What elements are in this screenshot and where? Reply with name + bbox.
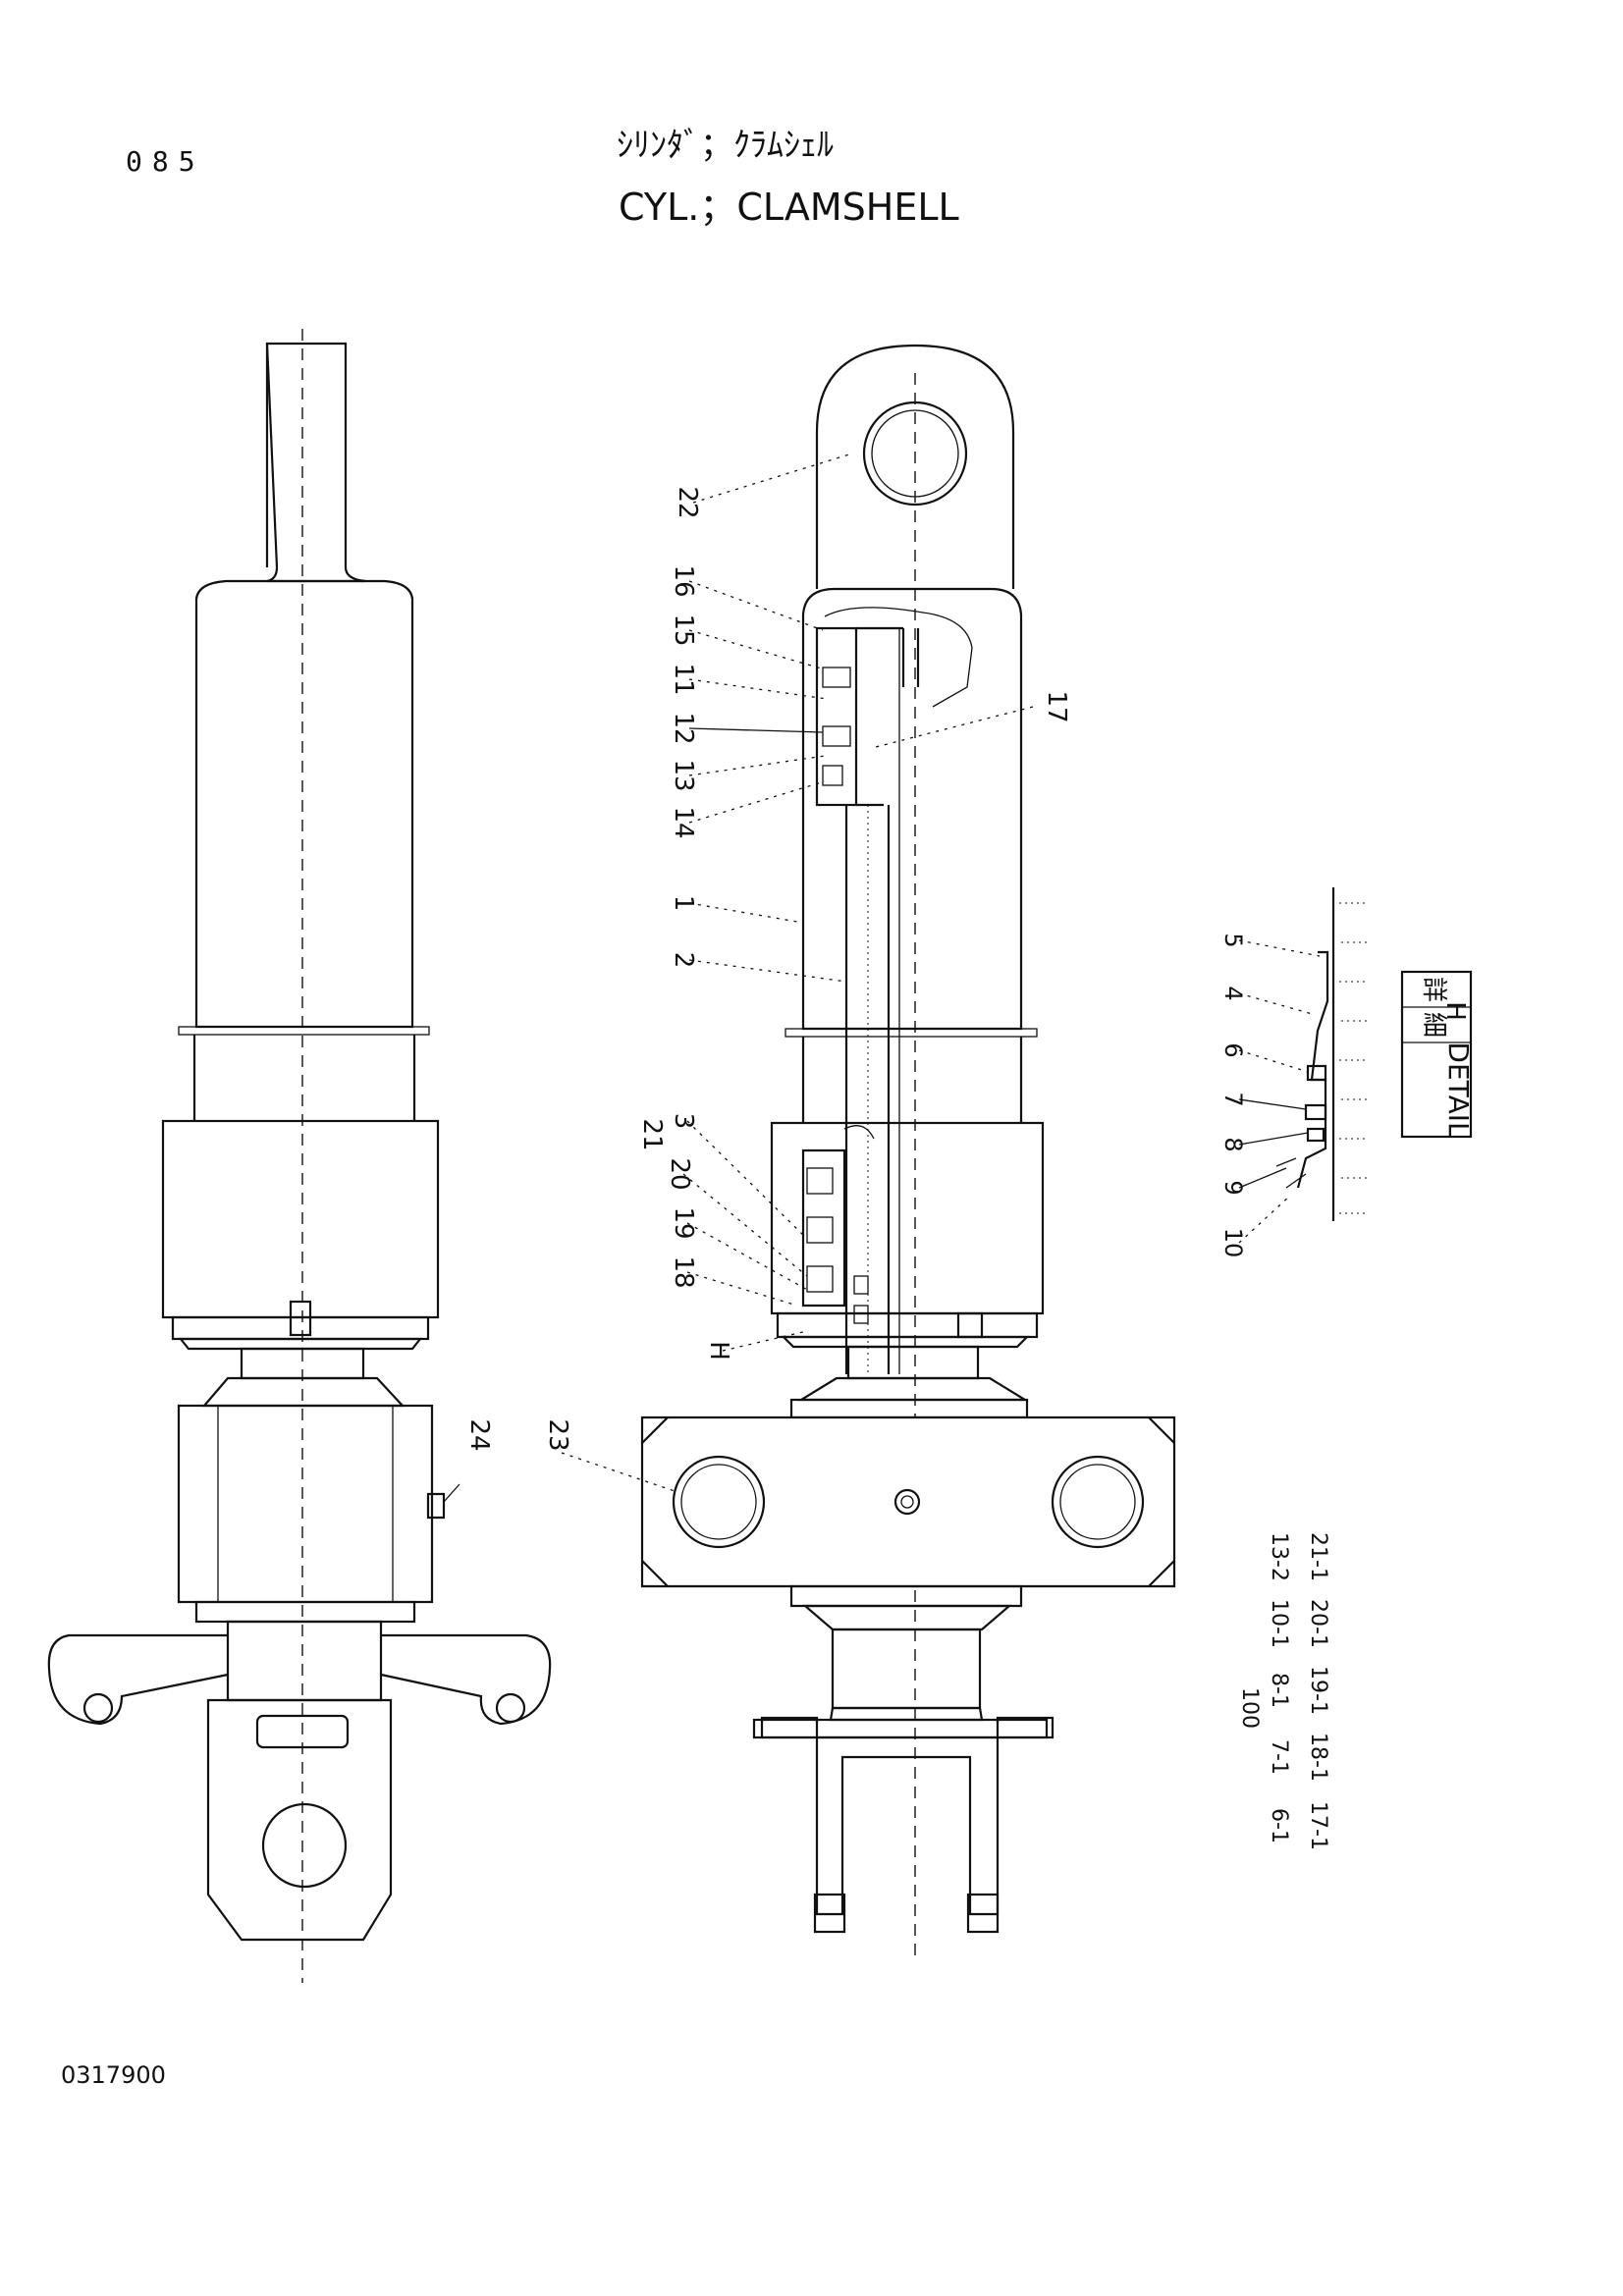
detail-callout-5: 5	[1219, 933, 1247, 947]
kit-row1-item-3: 8-1	[1267, 1673, 1291, 1708]
detail-label-en: DETAIL	[1442, 1041, 1475, 1138]
callout-16: 16	[669, 564, 698, 597]
callout-14: 14	[669, 806, 698, 838]
callout-23: 23	[543, 1418, 572, 1451]
detail-callout-10: 10	[1219, 1228, 1247, 1258]
document-number: 0317900	[61, 2061, 166, 2089]
callout-21: 21	[637, 1118, 667, 1150]
kit-row2-item-3: 19-1	[1306, 1666, 1330, 1715]
detail-callout-6: 6	[1219, 1042, 1247, 1057]
callout-11: 11	[669, 663, 698, 695]
detail-callout-4: 4	[1219, 986, 1247, 1000]
callout-2: 2	[669, 952, 698, 969]
detail-label-jp-1: 詳	[1419, 977, 1448, 1002]
detail-callout-9: 9	[1219, 1180, 1247, 1195]
detail-callout-8: 8	[1219, 1137, 1247, 1151]
callout-24: 24	[464, 1418, 494, 1451]
detail-label-jp-2: 細	[1419, 1012, 1448, 1038]
callout-20: 20	[665, 1157, 694, 1190]
kit-row1-item-4: 10-1	[1267, 1599, 1291, 1648]
seal-kit: 100 6-1 7-1 8-1 10-1 13-2 17-1 18-1 19-1…	[1237, 1532, 1330, 1850]
title-english: CYL.；CLAMSHELL	[619, 186, 959, 229]
kit-row2-item-2: 18-1	[1306, 1733, 1330, 1782]
detail-h: 詳 細 DETAIL H 5 4 6 7 8 9 10	[1219, 887, 1475, 1257]
kit-row1-item-1: 6-1	[1267, 1808, 1291, 1843]
callout-13: 13	[669, 759, 698, 791]
callout-18: 18	[669, 1255, 698, 1288]
callout-15: 15	[669, 614, 698, 646]
callout-H: H	[704, 1341, 733, 1361]
title-japanese: ｼﾘﾝﾀﾞ；ｸﾗﾑｼｪﾙ	[617, 126, 834, 165]
callout-19: 19	[669, 1206, 698, 1239]
kit-row1-item-2: 7-1	[1267, 1739, 1291, 1775]
kit-row1-item-5: 13-2	[1267, 1532, 1291, 1581]
callout-3: 3	[669, 1113, 698, 1130]
leader-lines	[561, 453, 1034, 1493]
detail-callout-7: 7	[1219, 1092, 1247, 1106]
callout-labels: 22 16 15 11 12 13 14 17 1 2 3 21 20 19 1…	[464, 486, 1071, 1451]
kit-row2-item-5: 21-1	[1306, 1532, 1330, 1581]
page-number: 085	[126, 145, 205, 178]
detail-label-ref: H	[1440, 1001, 1470, 1021]
external-view	[47, 329, 552, 1983]
callout-22: 22	[673, 486, 702, 518]
kit-row2-item-1: 17-1	[1306, 1801, 1330, 1850]
kit-number: 100	[1237, 1687, 1262, 1729]
section-view	[640, 344, 1176, 1963]
callout-1: 1	[669, 895, 698, 912]
kit-row2-item-4: 20-1	[1306, 1599, 1330, 1648]
callout-17: 17	[1042, 690, 1071, 722]
